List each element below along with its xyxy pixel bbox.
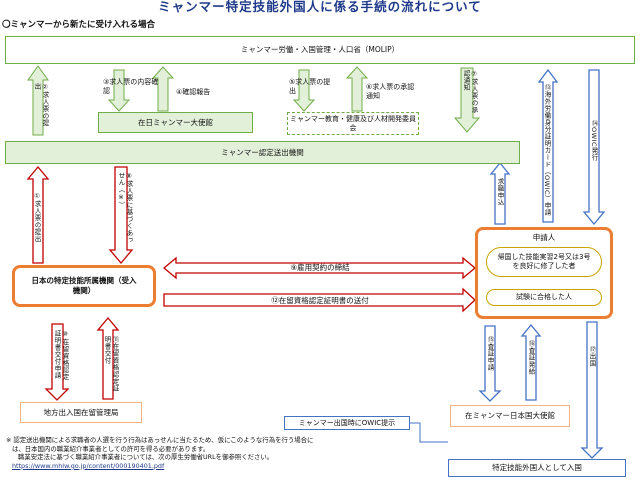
- applicant-category-exam: 試験に合格した人: [486, 289, 602, 306]
- arrow-step4: [151, 66, 175, 112]
- arrow-step7: [453, 67, 481, 133]
- footnote-line3: 職業安定法に基づく職業紹介事業者については、次の厚生労働省URLを御参照ください…: [18, 453, 274, 462]
- step9-label: ⑨雇用契約の締結: [290, 263, 350, 272]
- step17-label: ⑰出国: [588, 346, 596, 367]
- molip-box: ミャンマー労働・入国管理・人口省（MOLIP）: [5, 36, 635, 64]
- step15-label: ⑮査証申請: [486, 336, 494, 371]
- arrow-step2: [27, 65, 49, 136]
- step6-label: ⑥求人票の承認通知: [366, 83, 415, 100]
- applicant-category-trainee: 帰国した技能実習2号又は3号を良好に修了した者: [486, 247, 602, 277]
- applicant-box: 申請人 帰国した技能実習2号又は3号を良好に修了した者 試験に合格した人: [475, 227, 613, 319]
- arrow-step3: [107, 69, 131, 112]
- step16-label: ⑯査証発給: [527, 340, 535, 375]
- footnote-line2: は、日本国内の職業紹介事業者としての許可を得る必要があります。: [12, 444, 210, 453]
- section-subtitle: 〇ミャンマーから新たに受け入れる場合: [2, 20, 156, 30]
- step1-label: ①求人票の提出: [33, 192, 41, 243]
- job-apply-label: 求職申込: [496, 178, 504, 206]
- step10-label: ⑩在留資格認定証明書交付申請: [53, 330, 69, 381]
- myanmar-embassy-box: 在日ミャンマー大使館: [98, 112, 253, 133]
- step11-label: ⑪在留資格認定証明書交付: [103, 336, 119, 392]
- arrow-step16: [520, 323, 542, 401]
- step7-label: ⑦求人票の承認通知: [462, 70, 478, 114]
- entry-box: 特定技能外国人として入国: [448, 459, 626, 477]
- arrow-job-apply: [489, 161, 511, 225]
- arrow-step15: [478, 325, 502, 402]
- footnote-url-link[interactable]: https://www.mhlw.go.jp/content/000190401…: [12, 461, 165, 470]
- arrow-step8: [108, 166, 134, 265]
- arrow-step6: [345, 66, 369, 112]
- step3-label: ③求人票の内容確認: [103, 78, 159, 95]
- step4-label: ④確認報告: [176, 88, 211, 96]
- step13-label: ⑬海外労働身分証明カード（OWIC）申請: [543, 84, 551, 216]
- arrow-step1: [26, 165, 50, 264]
- arrow-step11: [96, 316, 120, 400]
- japan-organization-box: 日本の特定技能所属機関（受入機関）: [12, 265, 156, 307]
- arrow-step13: [537, 68, 559, 223]
- owic-connector: [410, 422, 448, 443]
- japan-embassy-box: 在ミャンマー日本国大使館: [450, 405, 570, 427]
- step2-label: ②求人票の提出: [33, 83, 49, 127]
- footnote: ※ 認定送出機関による求職者の人選を行う行為はあっせんに当たるため、仮にこのよう…: [6, 436, 426, 470]
- step8-label: ⑧求人票に基づくあっせん（※）: [117, 172, 133, 244]
- immigration-bureau-box: 地方出入国在留管理局: [20, 402, 142, 423]
- owic-notice-box: ミャンマー出国時にOWIC提示: [284, 416, 410, 430]
- education-committee-box: ミャンマー教育・健康及び人材開発委員会: [287, 112, 419, 135]
- sending-organization-box: ミャンマー認定送出機関: [5, 141, 520, 164]
- arrow-step17: [580, 321, 604, 459]
- arrow-step14: [582, 69, 606, 226]
- arrow-step10: [44, 323, 70, 401]
- page-title: ミャンマー特定技能外国人に係る手続の流れについて: [158, 0, 482, 14]
- applicant-title: 申請人: [532, 233, 556, 242]
- arrow-step12: [163, 287, 476, 313]
- step5-label: ⑤求人票の提出: [289, 78, 331, 95]
- footnote-line1: ※ 認定送出機関による求職者の人選を行う行為はあっせんに当たるため、仮にこのよう…: [6, 436, 314, 444]
- step12-label: ⑫在留資格認定証明書の送付: [271, 296, 369, 305]
- arrow-step5: [292, 69, 316, 112]
- step14-label: ⑭OWIC発行: [590, 120, 598, 161]
